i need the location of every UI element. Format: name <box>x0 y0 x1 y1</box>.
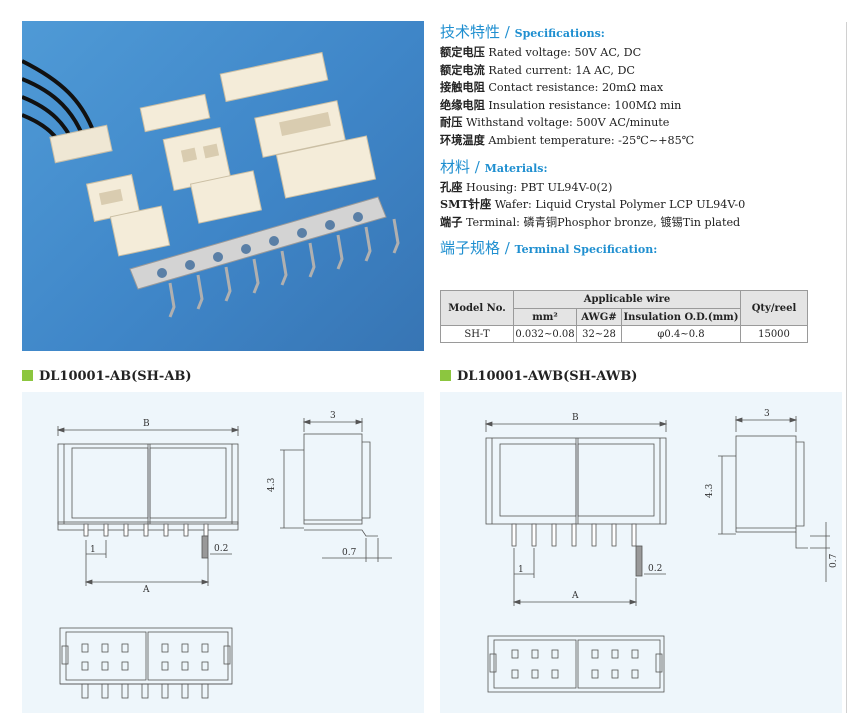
dim-lead-label: 0.7 <box>342 548 357 558</box>
material-label-zh: 孔座 <box>440 179 463 194</box>
spec-label-zh: 环境温度 <box>440 132 485 147</box>
spec-label-en: Insulation resistance: <box>488 98 611 112</box>
insulation-header: Insulation O.D.(mm) <box>621 308 741 326</box>
specifications-list: 额定电压 Rated voltage: 50V AC, DC 额定电流 Rate… <box>440 44 840 150</box>
applicable-wire-header: Applicable wire <box>513 290 741 309</box>
spec-row: 耐压 Withstand voltage: 500V AC/minute <box>440 114 840 132</box>
material-row: 孔座 Housing: PBT UL94V-0(2) <box>440 179 840 197</box>
mm2-header: mm² <box>513 308 577 326</box>
dim-b-label: B <box>572 413 579 423</box>
spec-row: 绝缘电阻 Insulation resistance: 100MΩ min <box>440 97 840 115</box>
specifications-heading-zh: 技术特性 <box>440 23 501 41</box>
material-label-en: Housing: <box>465 180 518 194</box>
qty-header: Qty/reel <box>740 290 808 326</box>
dim-depth-label: 3 <box>764 409 770 419</box>
dim-a-label: A <box>571 591 579 601</box>
spec-label-en: Contact resistance: <box>488 81 599 95</box>
materials-heading-en: Materials: <box>484 161 548 175</box>
technical-drawing-awb: B 1 0.2 A 3 4.3 0.7 <box>484 409 839 693</box>
heading-slash: / <box>474 157 480 176</box>
spec-label-en: Rated current: <box>488 63 572 77</box>
material-row: 端子 Terminal: 磷青铜Phosphor bronze, 镀锡Tin p… <box>440 214 840 232</box>
spec-label-zh: 额定电流 <box>440 62 485 77</box>
spec-value: 50V AC, DC <box>574 46 642 59</box>
spec-value: -25℃~+85℃ <box>618 133 695 147</box>
materials-heading: 材料 / Materials: <box>440 157 840 179</box>
spec-row: 额定电流 Rated current: 1A AC, DC <box>440 62 840 80</box>
dim-pin-label: 0.2 <box>648 564 662 574</box>
spec-label-en: Rated voltage: <box>488 46 571 59</box>
spec-label-en: Ambient temperature: <box>488 133 615 147</box>
spec-label-zh: 接触电阻 <box>440 80 485 95</box>
drawing-ab: B 1 0.2 A 3 4.3 0.7 <box>22 392 424 713</box>
spec-row: 环境温度 Ambient temperature: -25℃~+85℃ <box>440 132 840 150</box>
spec-column: 技术特性 / Specifications: 额定电压 Rated voltag… <box>440 22 840 260</box>
material-label-en: Wafer: <box>494 198 532 212</box>
specifications-heading: 技术特性 / Specifications: <box>440 22 840 44</box>
material-label-zh: SMT针座 <box>440 197 492 212</box>
material-value: PBT UL94V-0(2) <box>520 180 613 194</box>
bullet-square-icon <box>440 370 451 381</box>
dim-pin-label: 0.2 <box>214 544 228 554</box>
model-cell: SH-T <box>440 325 514 343</box>
material-label-zh: 端子 <box>440 214 463 229</box>
dim-height-label: 4.3 <box>267 477 277 492</box>
terminal-spec-heading-en: Terminal Specification: <box>514 243 658 257</box>
spec-label-zh: 绝缘电阻 <box>440 97 485 112</box>
mm2-cell: 0.032~0.08 <box>513 325 577 343</box>
terminal-spec-heading: 端子规格 / Terminal Specification: <box>440 238 840 260</box>
product-photo <box>22 21 424 351</box>
terminal-spec-heading-zh: 端子规格 <box>440 239 501 258</box>
spec-row: 接触电阻 Contact resistance: 20mΩ max <box>440 79 840 97</box>
awg-cell: 32~28 <box>576 325 622 343</box>
material-label-en: Terminal: <box>465 215 520 229</box>
spec-value: 100MΩ min <box>614 98 682 112</box>
spec-label-zh: 耐压 <box>440 115 463 130</box>
dim-a-label: A <box>142 585 150 595</box>
page-edge-rule <box>846 22 847 713</box>
table-row: SH-T 0.032~0.08 32~28 φ0.4~0.8 15000 <box>440 325 808 343</box>
material-row: SMT针座 Wafer: Liquid Crystal Polymer LCP … <box>440 196 840 214</box>
heading-slash: / <box>504 23 510 41</box>
spec-value: 1A AC, DC <box>575 63 635 77</box>
terminal-spec-table: Model No. Applicable wire Qty/reel mm² A… <box>440 290 808 343</box>
dim-lead-label: 0.7 <box>829 553 839 568</box>
model-header: Model No. <box>440 290 514 326</box>
dim-pitch-label: 1 <box>518 565 524 575</box>
block-title-text: DL10001-AB(SH-AB) <box>39 369 192 384</box>
bullet-square-icon <box>22 370 33 381</box>
block-title-ab: DL10001-AB(SH-AB) <box>22 369 192 384</box>
drawing-awb: B 1 0.2 A 3 4.3 0.7 <box>440 392 842 713</box>
awg-header: AWG# <box>576 308 622 326</box>
dim-b-label: B <box>143 419 150 429</box>
heading-slash: / <box>504 239 510 258</box>
qty-cell: 15000 <box>740 325 808 343</box>
spec-row: 额定电压 Rated voltage: 50V AC, DC <box>440 44 840 62</box>
specifications-heading-en: Specifications: <box>514 27 605 40</box>
dim-depth-label: 3 <box>330 411 336 421</box>
materials-heading-zh: 材料 <box>440 157 471 176</box>
materials-list: 孔座 Housing: PBT UL94V-0(2) SMT针座 Wafer: … <box>440 179 840 232</box>
product-photo-illustration <box>22 51 400 318</box>
spec-label-en: Withstand voltage: <box>465 116 573 130</box>
spec-value: 20mΩ max <box>601 81 664 95</box>
block-title-awb: DL10001-AWB(SH-AWB) <box>440 369 637 384</box>
material-value: 磷青铜Phosphor bronze, 镀锡Tin plated <box>523 215 741 229</box>
dim-height-label: 4.3 <box>705 483 715 498</box>
dim-pitch-label: 1 <box>90 545 96 555</box>
spec-label-zh: 额定电压 <box>440 45 485 59</box>
material-value: Liquid Crystal Polymer LCP UL94V-0 <box>535 198 746 212</box>
technical-drawing-ab: B 1 0.2 A 3 4.3 0.7 <box>56 411 392 699</box>
insulation-cell: φ0.4~0.8 <box>621 325 741 343</box>
spec-value: 500V AC/minute <box>576 116 670 130</box>
block-title-text: DL10001-AWB(SH-AWB) <box>457 369 638 384</box>
